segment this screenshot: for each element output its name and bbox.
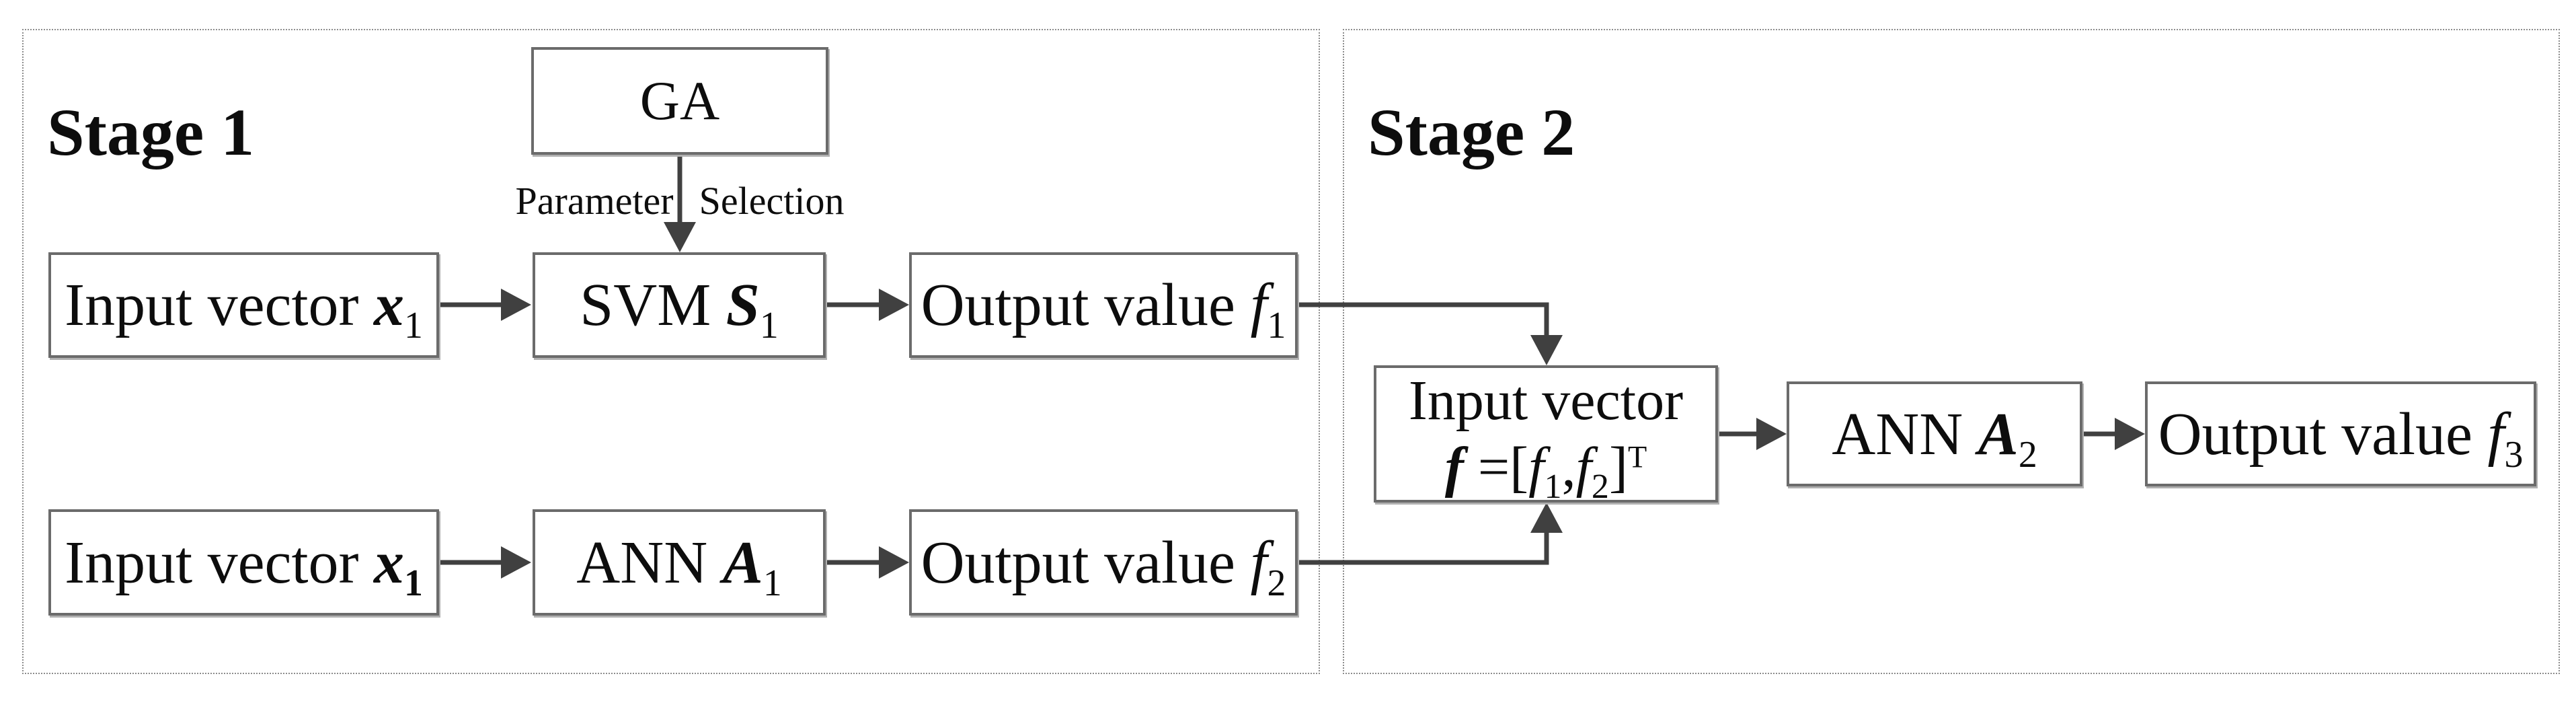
node-label: Output value f2 xyxy=(921,529,1286,604)
node-label-line2: f =[f1,f2]T xyxy=(1444,436,1647,506)
node-output-value-f1: Output value f1 xyxy=(909,252,1298,358)
stage2-container: Stage 2 xyxy=(1343,29,2560,674)
node-label: Input vector x1 xyxy=(65,529,423,604)
node-output-value-f2: Output value f2 xyxy=(909,509,1298,616)
parameter-selection-right: Selection xyxy=(699,179,845,223)
node-input-vector-x1-bottom: Input vector x1 xyxy=(48,509,439,616)
node-ann-a2: ANN A2 xyxy=(1787,381,2082,486)
ga-label: GA xyxy=(639,70,720,131)
node-output-value-f3: Output value f3 xyxy=(2145,381,2536,486)
node-svm-s1: SVM S1 xyxy=(533,252,826,358)
node-label-line1: Input vector xyxy=(1408,369,1684,432)
node-label: ANN A1 xyxy=(576,529,782,604)
stage1-title: Stage 1 xyxy=(47,95,255,170)
node-ann-a1: ANN A1 xyxy=(533,509,826,616)
parameter-selection-left: Parameter xyxy=(515,179,674,223)
node-label: SVM S1 xyxy=(580,272,779,346)
node-label: Input vector x1 xyxy=(65,272,423,346)
node-label: ANN A2 xyxy=(1832,400,2037,476)
node-label: Output value f1 xyxy=(921,272,1286,346)
stage1-container: Stage 1 xyxy=(22,29,1320,674)
node-input-vector-x1-top: Input vector x1 xyxy=(48,252,439,358)
node-label: Output value f3 xyxy=(2158,400,2524,476)
stage2-title: Stage 2 xyxy=(1368,95,1575,170)
node-input-vector-f: Input vector f =[f1,f2]T xyxy=(1374,365,1718,506)
parameter-selection-label: Parameter Selection xyxy=(471,179,889,224)
node-ga: GA xyxy=(531,47,828,155)
